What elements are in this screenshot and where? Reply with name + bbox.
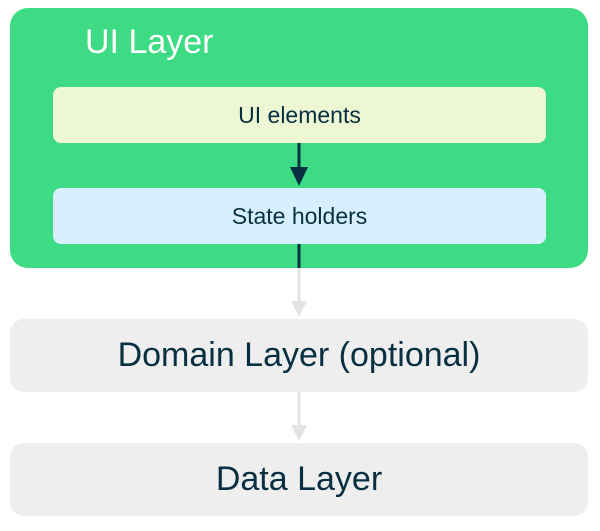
ui-elements-box: UI elements	[53, 87, 546, 143]
data-layer-label: Data Layer	[215, 460, 383, 498]
state-holders-label: State holders	[231, 202, 368, 229]
arrow-domain-layer-to-data-layer	[291, 392, 307, 441]
data-layer-box: Data Layer	[10, 443, 588, 516]
domain-layer-label: Domain Layer (optional)	[117, 336, 481, 374]
domain-layer-box: Domain Layer (optional)	[10, 319, 588, 392]
ui-layer-container: UI Layer UI elements State holders	[10, 8, 588, 268]
ui-elements-label: UI elements	[238, 101, 361, 128]
state-holders-box: State holders	[53, 188, 546, 244]
ui-layer-title: UI Layer	[85, 23, 214, 61]
